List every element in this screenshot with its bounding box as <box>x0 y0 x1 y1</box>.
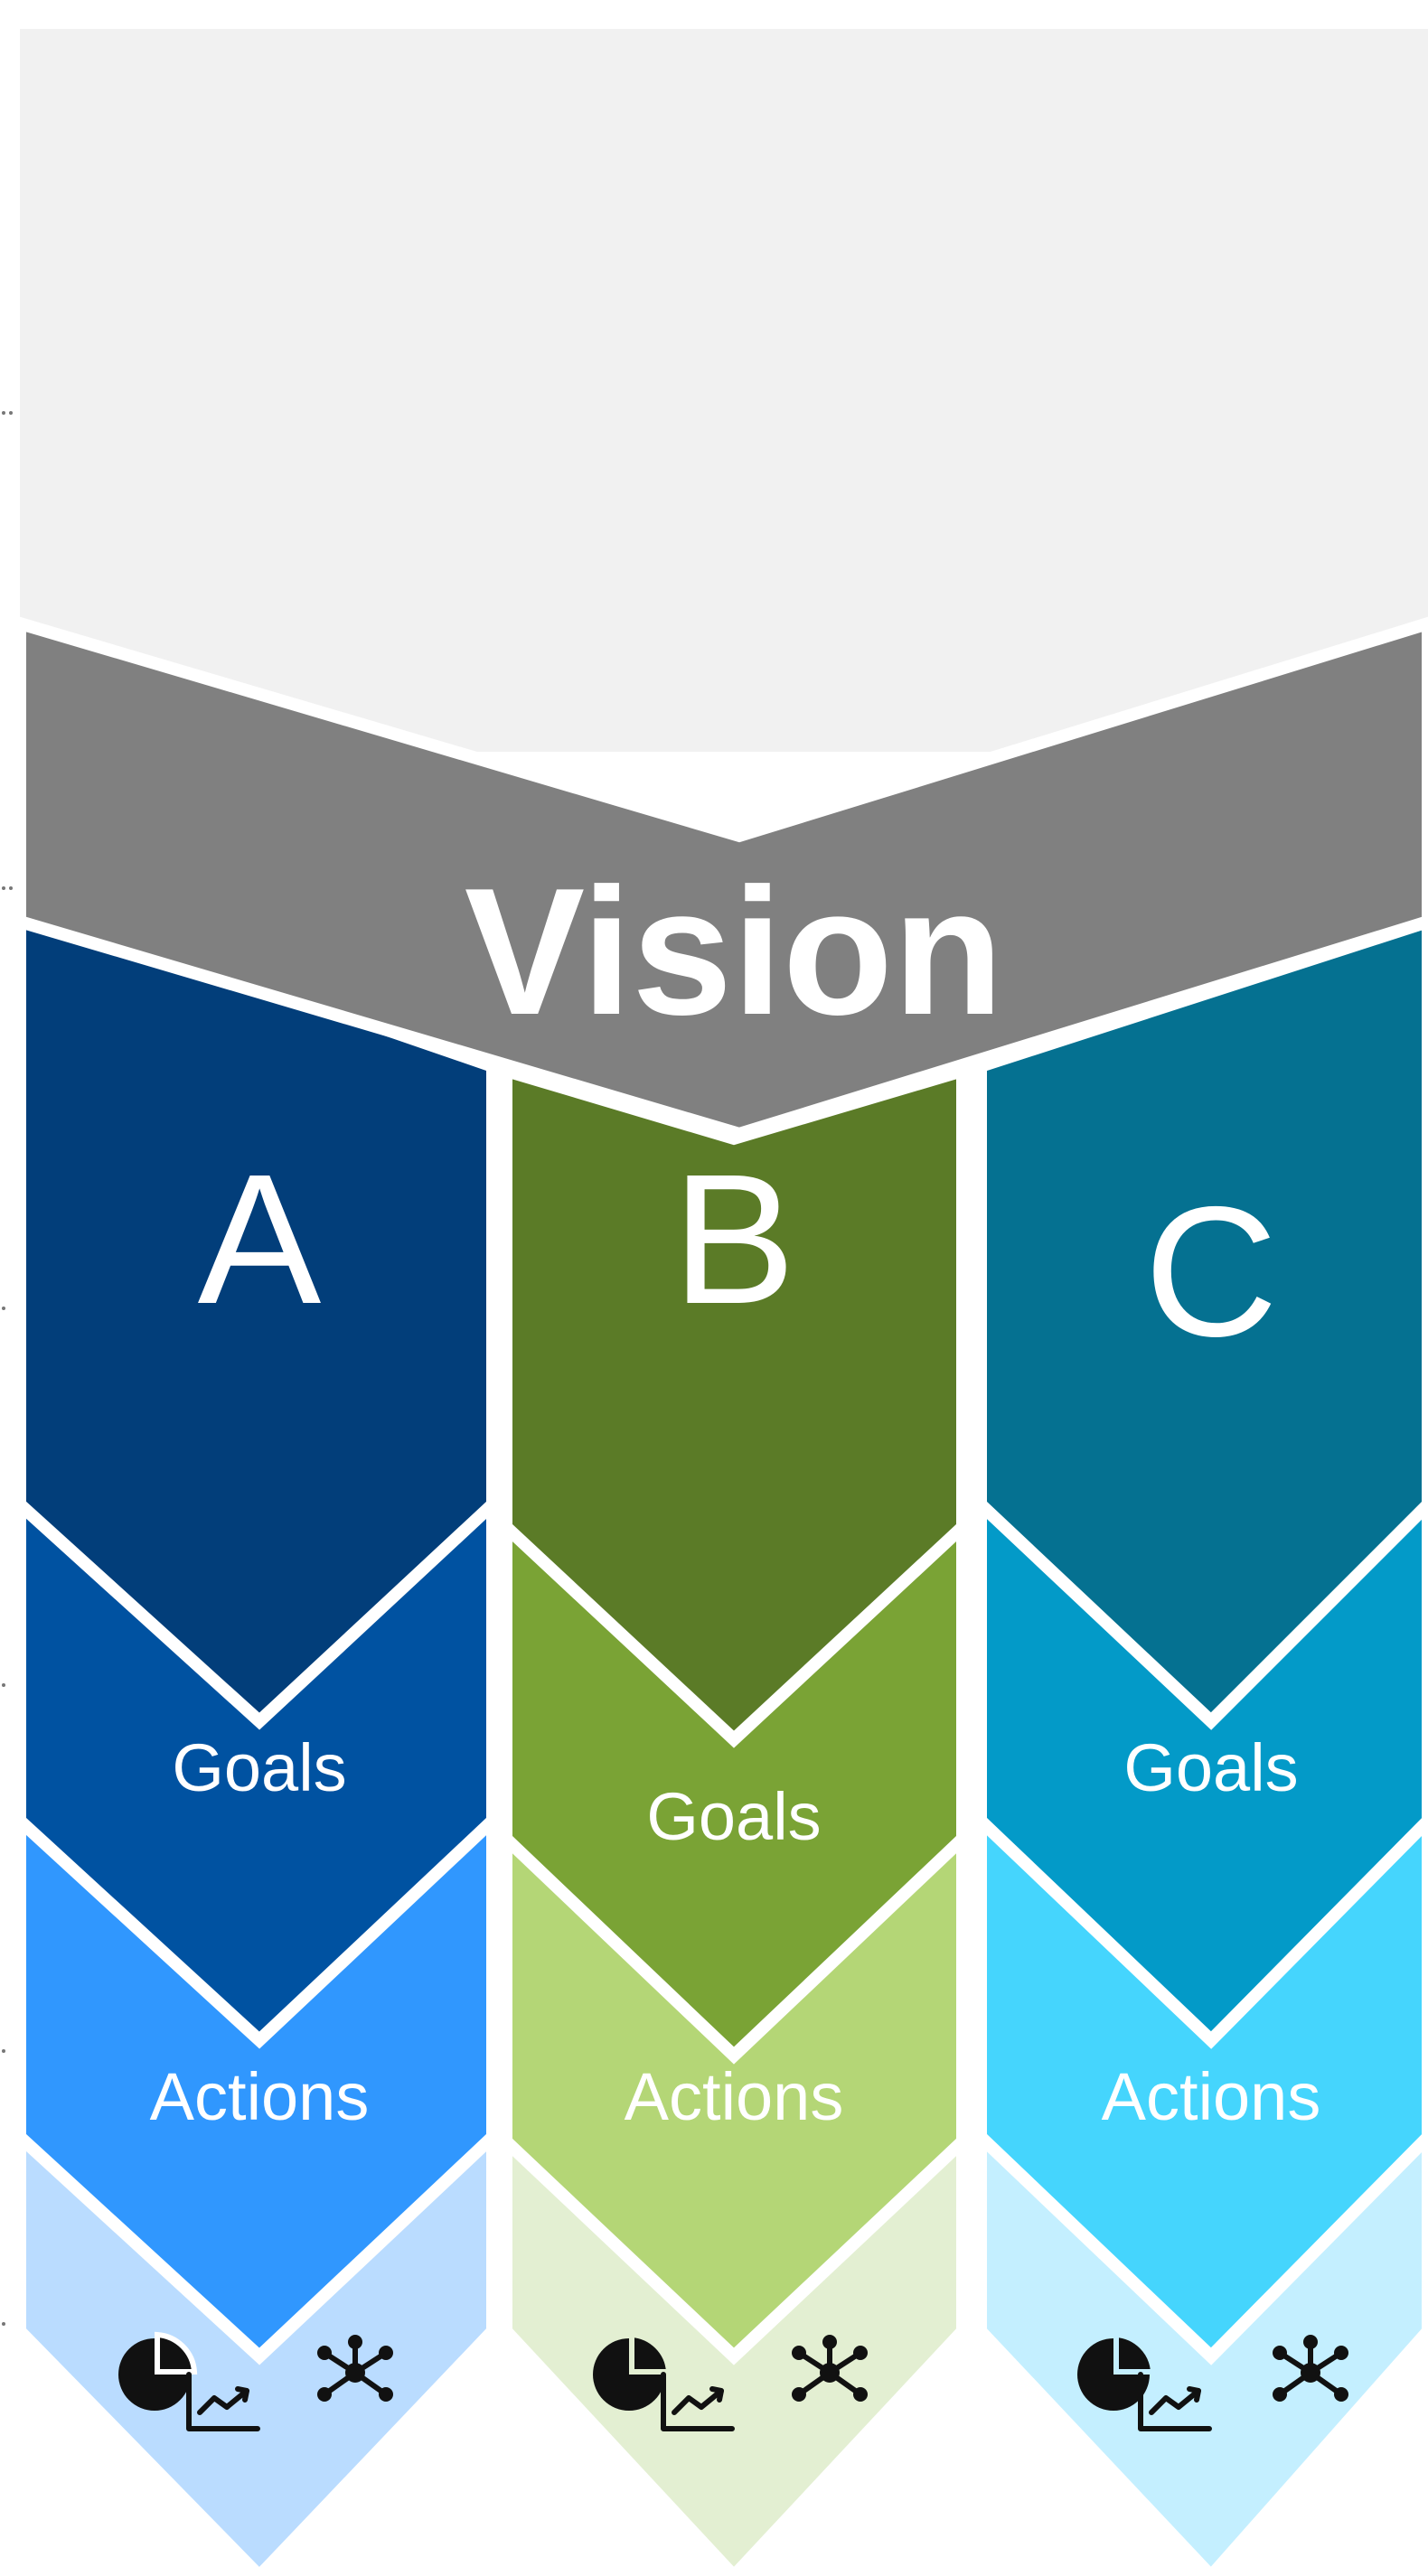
pie-chart-icon <box>1077 2331 1157 2411</box>
pie-chart-icon <box>118 2331 198 2411</box>
column-c-metric-icons <box>1077 2331 1348 2431</box>
column-c-goals-label: Goals <box>1123 1730 1298 1805</box>
vision-band <box>14 614 1428 1141</box>
left-edge-dots <box>2 411 13 2326</box>
column-c-actions-label: Actions <box>1102 2059 1321 2134</box>
column-b-goals-label: Goals <box>646 1779 821 1854</box>
column-c-letter: C <box>1144 1168 1278 1375</box>
column-b-actions-label: Actions <box>625 2059 844 2134</box>
column-a-goals-label: Goals <box>172 1730 346 1805</box>
pie-chart-icon <box>593 2331 672 2411</box>
network-icon <box>1273 2335 1348 2402</box>
top-panel <box>20 29 1428 752</box>
column-a-actions-label: Actions <box>150 2059 370 2134</box>
line-chart-icon <box>661 2372 735 2431</box>
network-icon <box>317 2335 393 2402</box>
column-b-letter: B <box>672 1136 796 1343</box>
column-c <box>974 914 1428 2576</box>
column-a-metric-icons <box>118 2331 393 2431</box>
column-a <box>14 895 499 2576</box>
column-b-metric-icons <box>593 2331 868 2431</box>
vision-label: Vision <box>465 851 1003 1053</box>
line-chart-icon <box>1138 2372 1212 2431</box>
column-a-letter: A <box>198 1136 322 1343</box>
network-icon <box>792 2335 868 2402</box>
line-chart-icon <box>186 2372 260 2431</box>
column-b <box>500 1062 969 2576</box>
